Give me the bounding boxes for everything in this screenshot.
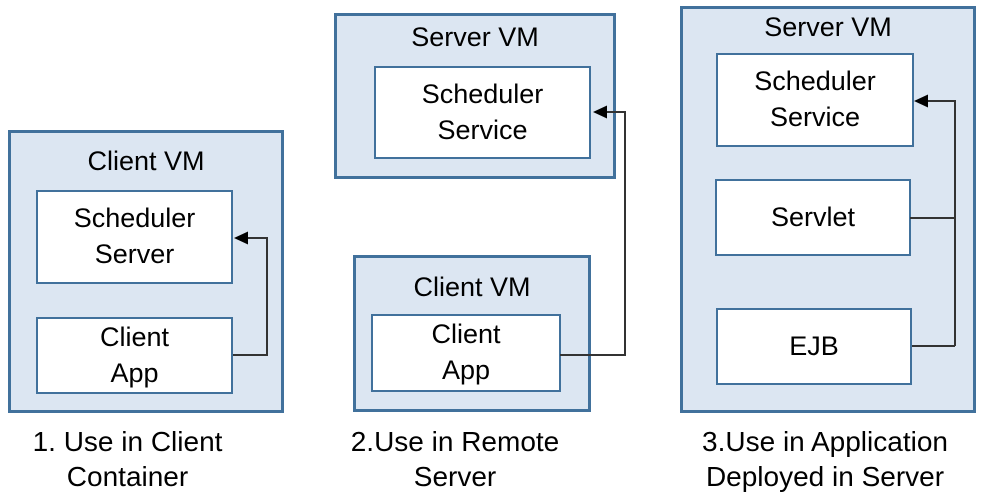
box-client-app-panel1: Client App	[36, 317, 233, 394]
caption-panel2: 2.Use in Remote Server	[350, 426, 560, 493]
caption-panel3: 3.Use in Application Deployed in Server	[702, 426, 948, 493]
vm-title-server-panel2: Server VM	[411, 22, 539, 52]
box-client-app-panel2: Client App	[371, 314, 561, 392]
box-servlet: Servlet	[715, 179, 911, 256]
caption-panel1: 1. Use in Client Container	[32, 426, 223, 493]
box-scheduler-server: Scheduler Server	[36, 190, 233, 284]
vm-title-server-panel3: Server VM	[764, 12, 892, 42]
box-scheduler-service-panel3: Scheduler Service	[716, 53, 914, 147]
box-ejb: EJB	[716, 308, 912, 385]
vm-title-client-panel1: Client VM	[87, 146, 205, 176]
box-scheduler-service-panel2: Scheduler Service	[374, 66, 591, 159]
vm-title-client-panel2: Client VM	[413, 272, 531, 302]
